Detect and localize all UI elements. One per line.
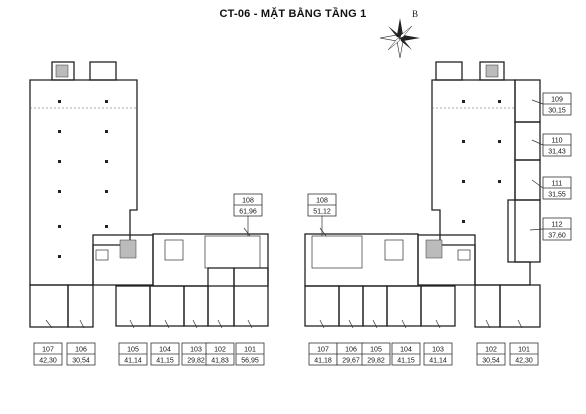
unit-104-right — [386, 285, 422, 327]
unit-105-right — [362, 285, 388, 327]
unit-area: 61,96 — [239, 209, 257, 216]
unit-area: 41,18 — [314, 358, 332, 365]
elevator-icon — [119, 239, 137, 259]
unit-area: 29,67 — [342, 358, 360, 365]
unit-area: 37,60 — [548, 233, 566, 240]
unit-label: 105 29,82 — [361, 342, 391, 366]
stair-icon — [485, 64, 499, 78]
unit-label: 102 41,83 — [205, 342, 235, 366]
left-block — [29, 61, 269, 329]
unit-label: 112 37,60 — [542, 217, 572, 241]
unit-area: 56,95 — [241, 358, 259, 365]
unit-area: 42,30 — [515, 358, 533, 365]
unit-label: 111 31,55 — [542, 176, 572, 200]
unit-label: 104 41,15 — [150, 342, 180, 366]
unit-105-left — [115, 285, 151, 327]
unit-label: 108 61,96 — [233, 193, 263, 217]
unit-104-left — [149, 285, 185, 327]
unit-107-left — [29, 284, 69, 328]
unit-label: 104 41,15 — [391, 342, 421, 366]
unit-111-right — [514, 159, 541, 201]
unit-106-right — [338, 285, 364, 327]
unit-number: 101 — [244, 347, 256, 354]
page-title: CT-06 - MẶT BẰNG TẦNG 1 — [219, 8, 367, 20]
unit-112-right — [507, 199, 541, 263]
unit-label: 107 42,30 — [33, 342, 63, 366]
unit-area: 31,43 — [548, 149, 566, 156]
compass-rose-icon — [379, 18, 420, 59]
compass-north-letter: B — [412, 9, 418, 19]
unit-107-right — [304, 285, 340, 327]
unit-area: 42,30 — [39, 358, 57, 365]
unit-label: 102 30,54 — [476, 342, 506, 366]
unit-label: 101 56,95 — [235, 342, 265, 366]
unit-area: 51,12 — [313, 209, 331, 216]
unit-109-right — [514, 79, 541, 123]
unit-area: 41,14 — [124, 358, 142, 365]
unit-number: 101 — [518, 347, 530, 354]
unit-label: 101 42,30 — [509, 342, 539, 366]
unit-number: 106 — [345, 347, 357, 354]
unit-area: 29,82 — [187, 358, 205, 365]
unit-number: 108 — [242, 198, 254, 205]
unit-106-left — [67, 284, 94, 328]
unit-number: 104 — [159, 347, 171, 354]
unit-number: 112 — [551, 222, 562, 229]
unit-area: 31,55 — [548, 192, 566, 199]
unit-number: 111 — [552, 181, 563, 188]
unit-area: 30,54 — [72, 358, 90, 365]
unit-number: 107 — [317, 347, 329, 354]
unit-101-right — [499, 284, 541, 328]
unit-label: 105 41,14 — [118, 342, 148, 366]
unit-number: 108 — [316, 198, 328, 205]
unit-label: 107 41,18 — [308, 342, 338, 366]
unit-number: 105 — [127, 347, 139, 354]
unit-area: 41,83 — [211, 358, 229, 365]
unit-103-left — [183, 285, 209, 327]
unit-area: 41,14 — [429, 358, 447, 365]
unit-labels: 108 61,96 107 42,30 106 30,54 105 41,14 … — [33, 92, 572, 366]
unit-number: 103 — [432, 347, 444, 354]
leader-lines — [247, 99, 544, 236]
unit-area: 41,15 — [156, 358, 174, 365]
unit-area: 29,82 — [367, 358, 385, 365]
unit-number: 102 — [214, 347, 226, 354]
unit-number: 109 — [551, 97, 563, 104]
unit-101-left — [233, 267, 269, 327]
unit-number: 107 — [42, 347, 54, 354]
unit-number: 104 — [400, 347, 412, 354]
unit-label: 106 29,67 — [336, 342, 366, 366]
unit-label: 108 51,12 — [307, 193, 337, 217]
unit-label: 103 41,14 — [423, 342, 453, 366]
unit-label: 106 30,54 — [66, 342, 96, 366]
unit-110-right — [514, 121, 541, 161]
unit-number: 103 — [190, 347, 202, 354]
right-block — [304, 61, 541, 329]
unit-area: 41,15 — [397, 358, 415, 365]
unit-number: 105 — [370, 347, 382, 354]
unit-area: 30,54 — [482, 358, 500, 365]
unit-number: 102 — [485, 347, 497, 354]
unit-number: 110 — [551, 138, 562, 145]
unit-102-right — [474, 284, 501, 328]
unit-label: 109 30,15 — [542, 92, 572, 116]
unit-102-left — [207, 267, 235, 327]
unit-103-right — [420, 285, 456, 327]
unit-number: 106 — [75, 347, 87, 354]
unit-area: 30,15 — [548, 108, 566, 115]
stair-icon — [55, 64, 69, 78]
elevator-icon — [425, 239, 443, 259]
unit-label: 110 31,43 — [542, 133, 572, 157]
unit-label: 103 29,82 — [181, 342, 211, 366]
